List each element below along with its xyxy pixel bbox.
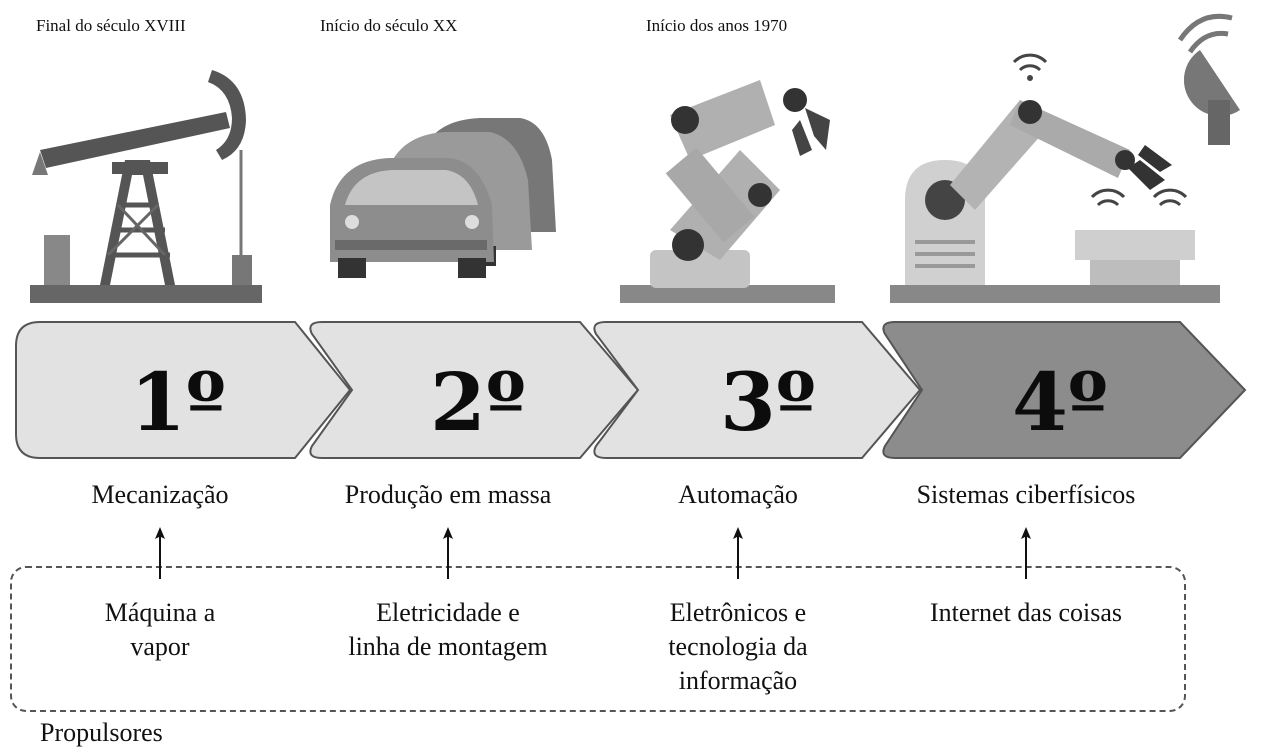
stage-label-2: Produção em massa bbox=[344, 480, 552, 509]
driver-3-line-3: informação bbox=[678, 666, 798, 695]
arrow-up-icon bbox=[733, 527, 743, 579]
stage-number-3: 3º bbox=[720, 355, 816, 449]
era-3: Início dos anos 1970 bbox=[646, 16, 788, 35]
driver-3-line-1: Eletrônicos e bbox=[669, 598, 807, 627]
chevron-4 bbox=[882, 321, 1247, 459]
arrow-up-icon bbox=[443, 527, 453, 579]
driver-1: Máquina a vapor bbox=[10, 596, 310, 664]
driver-1-line-1: Máquina a bbox=[104, 598, 216, 627]
oil-pump-jack-icon bbox=[30, 70, 262, 303]
arrow-up-icon bbox=[155, 527, 165, 579]
driver-2-line-1: Eletricidade e bbox=[376, 598, 520, 627]
connected-robot-arm-icon bbox=[890, 13, 1240, 303]
illustrations bbox=[30, 13, 1240, 303]
chevron-2 bbox=[309, 321, 640, 459]
stage-label-1: Mecanização bbox=[91, 480, 229, 509]
drivers-box bbox=[10, 566, 1186, 712]
era-1: Final do século XVIII bbox=[36, 16, 186, 35]
robot-arm-icon bbox=[620, 80, 835, 303]
stage-label-3: Automação bbox=[678, 480, 798, 509]
footer-label: Propulsores bbox=[40, 718, 163, 747]
driver-2-line-2: linha de montagem bbox=[348, 632, 548, 661]
cars-icon bbox=[330, 118, 556, 278]
driver-4-line-1: Internet das coisas bbox=[929, 598, 1123, 627]
driver-3-line-2: tecnologia da bbox=[668, 632, 808, 661]
stage-number-1: 1º bbox=[130, 355, 226, 449]
stage-label-4: Sistemas ciberfísicos bbox=[916, 480, 1136, 509]
chevron-3 bbox=[593, 321, 922, 459]
stage-number-2: 2º bbox=[430, 355, 526, 449]
chevron-1 bbox=[15, 321, 352, 459]
stage-chevrons bbox=[15, 321, 1247, 459]
era-2: Início do século XX bbox=[320, 16, 458, 35]
driver-3: Eletrônicos e tecnologia da informação bbox=[588, 596, 888, 698]
driver-1-line-2: vapor bbox=[130, 632, 190, 661]
driver-2: Eletricidade e linha de montagem bbox=[298, 596, 598, 664]
driver-4: Internet das coisas bbox=[876, 596, 1176, 630]
stage-number-4: 4º bbox=[1012, 355, 1108, 449]
arrow-up-icon bbox=[1021, 527, 1031, 579]
